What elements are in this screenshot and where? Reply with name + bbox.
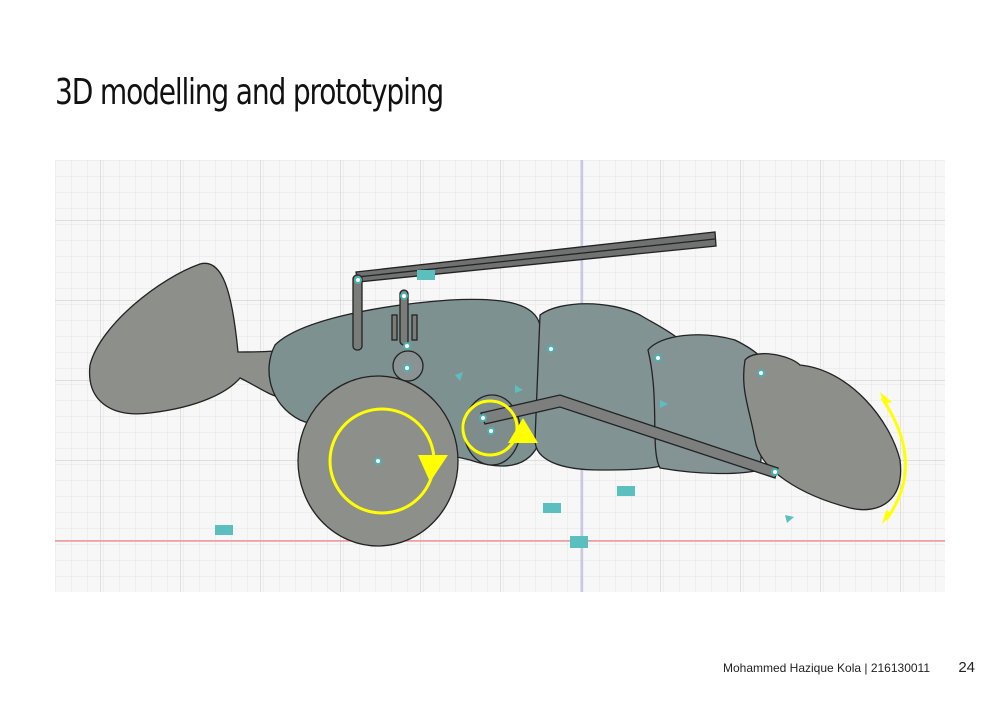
page-number: 24: [958, 659, 975, 676]
slide-title: 3D modelling and prototyping: [55, 72, 444, 113]
vertical-link: [352, 274, 363, 351]
link-rod: [480, 394, 779, 479]
constraint-markers: [215, 270, 794, 548]
footer-author: Mohammed Hazique Kola | 216130011: [722, 661, 930, 675]
joints: [354, 276, 779, 476]
head-segment: [742, 353, 902, 511]
arrow-heads: [418, 392, 892, 524]
mechanism: [88, 231, 902, 547]
